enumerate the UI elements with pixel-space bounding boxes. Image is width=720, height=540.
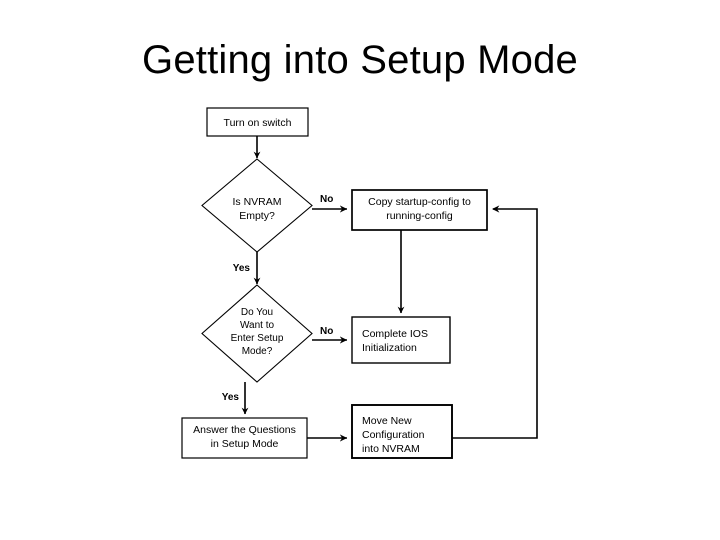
page-title: Getting into Setup Mode <box>142 38 578 82</box>
node-complete-ios-initialization-line2: Initialization <box>362 342 417 354</box>
edge-label-setup-no: No <box>320 326 333 337</box>
node-is-nvram-empty-line2: Empty? <box>239 210 275 222</box>
node-copy-startup-config[interactable]: Copy startup-config to running-config <box>351 189 488 231</box>
node-answer-questions[interactable]: Answer the Questions in Setup Mode <box>181 417 308 459</box>
node-enter-setup-mode-line4: Mode? <box>242 346 273 357</box>
node-enter-setup-mode-line1: Do You <box>241 307 273 318</box>
node-move-new-configuration[interactable]: Move New Configuration into NVRAM <box>351 404 453 459</box>
node-is-nvram-empty[interactable]: Is NVRAM Empty? <box>201 158 313 253</box>
node-enter-setup-mode-line2: Want to <box>240 320 275 331</box>
node-complete-ios-initialization[interactable]: Complete IOS Initialization <box>351 316 451 364</box>
node-move-new-configuration-line1: Move New <box>362 415 412 427</box>
node-is-nvram-empty-line1: Is NVRAM <box>232 196 281 208</box>
node-turn-on-switch[interactable]: Turn on switch <box>206 107 309 137</box>
node-enter-setup-mode-decision[interactable]: Do You Want to Enter Setup Mode? <box>201 284 313 383</box>
edge-label-nvram-yes: Yes <box>233 263 251 274</box>
edge-label-nvram-no: No <box>320 194 333 205</box>
node-copy-startup-config-line2: running-config <box>386 210 453 222</box>
edge-label-setup-yes: Yes <box>222 392 240 403</box>
node-copy-startup-config-line1: Copy startup-config to <box>368 196 471 208</box>
node-enter-setup-mode-line3: Enter Setup <box>231 333 284 344</box>
node-answer-questions-line2: in Setup Mode <box>211 438 279 450</box>
edge-move-config-loop-to-copy-config <box>452 205 538 439</box>
node-complete-ios-initialization-line1: Complete IOS <box>362 328 428 340</box>
node-turn-on-switch-line1: Turn on switch <box>224 117 292 129</box>
node-move-new-configuration-line2: Configuration <box>362 429 425 441</box>
node-move-new-configuration-line3: into NVRAM <box>362 443 420 455</box>
node-answer-questions-line1: Answer the Questions <box>193 424 296 436</box>
